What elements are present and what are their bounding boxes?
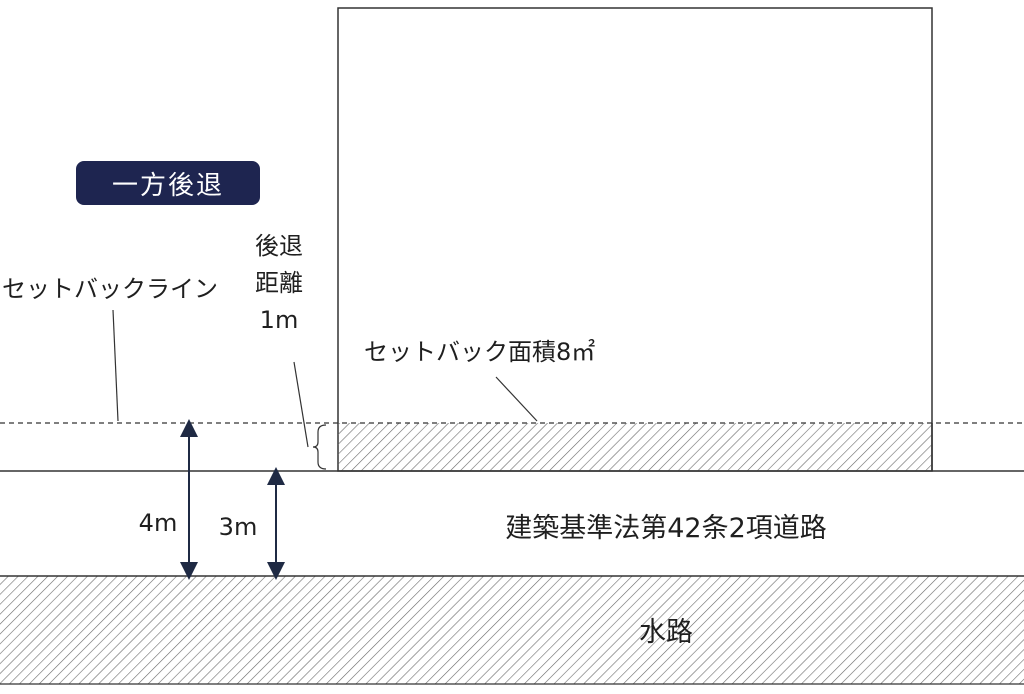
- building-lot: [337, 7, 933, 472]
- setback-area-label: セットバック面積8㎡: [364, 338, 595, 366]
- setback-line-label: セットバックライン: [2, 275, 218, 303]
- badge-background: [76, 161, 260, 205]
- setback-area: [338, 423, 932, 471]
- setback-distance-leader: [293, 361, 309, 448]
- waterway-label: 水路: [639, 617, 693, 648]
- width-4m-label: 4m: [139, 509, 178, 537]
- waterway-band: [0, 576, 1024, 684]
- setback-distance-value: 1m: [260, 306, 299, 334]
- badge-text: 一方後退: [112, 171, 224, 201]
- setback-distance-brace: [312, 424, 327, 470]
- road-label: 建築基準法第42条2項道路: [505, 513, 827, 544]
- setback-distance-label-2: 距離: [255, 269, 303, 297]
- width-3m-label: 3m: [219, 513, 258, 541]
- setback-line-leader: [112, 309, 119, 422]
- setback-distance-label-1: 後退: [255, 232, 303, 260]
- setback-area-leader: [495, 376, 538, 422]
